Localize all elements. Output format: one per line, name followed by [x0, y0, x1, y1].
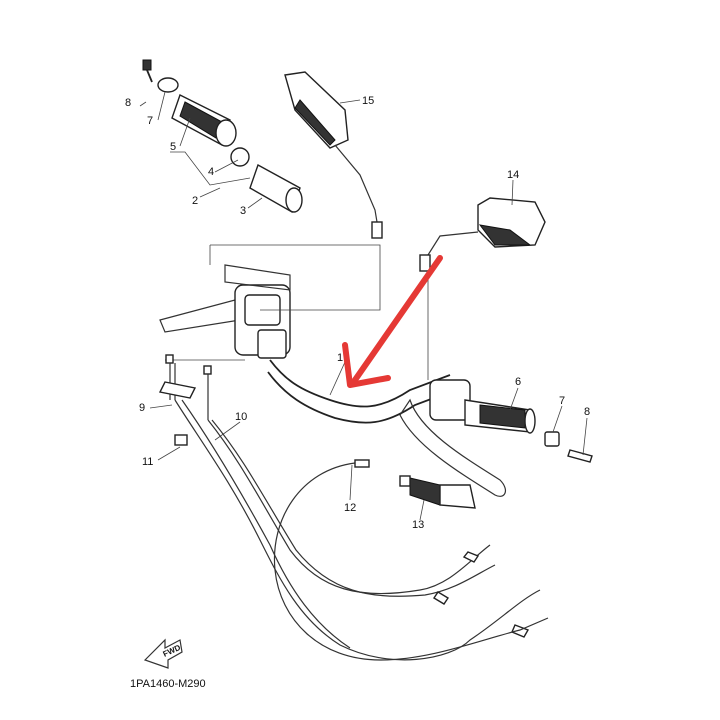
left-lever-assembly — [159, 264, 291, 359]
forward-direction-icon: FWD — [143, 638, 183, 669]
right-lever-assembly — [399, 379, 507, 497]
diagram-code: 1PA1460-M290 — [130, 678, 206, 690]
label-5: 5 — [170, 141, 176, 153]
label-13: 13 — [412, 519, 424, 531]
label-4: 4 — [208, 166, 214, 178]
throttle-cable-parts — [158, 354, 541, 661]
label-10: 10 — [235, 411, 247, 423]
label-9: 9 — [139, 402, 145, 414]
cable-boot-part-13 — [399, 475, 476, 509]
label-12: 12 — [344, 502, 356, 514]
label-8-right: 8 — [584, 406, 590, 418]
right-grip-part-6 — [464, 399, 593, 463]
highlight-arrow — [342, 255, 443, 388]
left-mirror-part-15 — [284, 71, 383, 239]
clutch-cable-part-12 — [273, 459, 549, 661]
label-14: 14 — [507, 169, 519, 181]
label-15: 15 — [362, 95, 374, 107]
label-2: 2 — [192, 195, 198, 207]
label-7-right: 7 — [559, 395, 565, 407]
leader-lines — [139, 91, 588, 521]
label-11: 11 — [142, 456, 153, 468]
handlebar-part-1 — [267, 359, 456, 424]
right-mirror-part-14 — [419, 197, 546, 272]
label-6: 6 — [515, 376, 521, 388]
label-1: 1 — [337, 352, 343, 364]
left-grip-parts — [142, 59, 303, 214]
label-7-left: 7 — [147, 115, 153, 127]
part-labels: 8 7 5 4 2 3 15 14 1 6 7 8 9 10 11 12 13 — [125, 95, 590, 531]
label-8-left: 8 — [125, 97, 131, 109]
label-3: 3 — [240, 205, 246, 217]
